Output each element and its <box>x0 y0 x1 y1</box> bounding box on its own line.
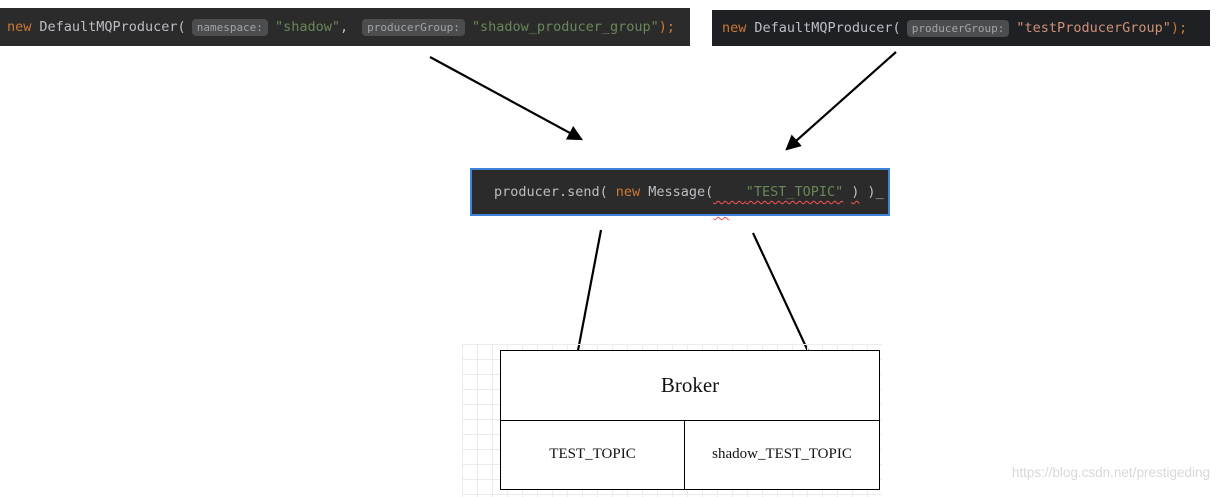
keyword-new: new <box>722 20 747 36</box>
param-hint-namespace: namespace: <box>191 18 268 36</box>
code-snippet-shadow-producer: new DefaultMQProducer( namespace: "shado… <box>0 8 690 46</box>
text-cursor: _ <box>875 184 884 200</box>
send-prefix: producer.send( <box>494 184 608 200</box>
broker-diagram: Broker TEST_TOPIC shadow_TEST_TOPIC <box>500 350 880 490</box>
topic-string: "TEST_TOPIC" <box>745 184 844 200</box>
watermark: https://blog.csdn.net/prestigeding <box>1011 465 1210 480</box>
code-snippet-test-producer: new DefaultMQProducer( producerGroup: "t… <box>712 10 1210 46</box>
namespace-value: "shadow" <box>274 19 340 35</box>
close-paren: ); <box>658 19 676 35</box>
producer-group-value: "shadow_producer_group" <box>471 19 659 35</box>
topic-with-error-underline: "TEST_TOPIC") <box>713 168 860 216</box>
producer-group-value: "testProducerGroup" <box>1016 20 1171 36</box>
outer-close-paren: ) <box>867 184 876 200</box>
param-hint-producer-group: producerGroup: <box>362 18 465 36</box>
topic-cell-shadow: shadow_TEST_TOPIC <box>684 420 879 489</box>
topic-cell-test: TEST_TOPIC <box>549 446 636 463</box>
param-hint-producer-group: producerGroup: <box>906 19 1010 37</box>
send-statement-box: producer.send( new Message( "TEST_TOPIC"… <box>470 168 890 216</box>
constructor-call: DefaultMQProducer( <box>754 20 901 36</box>
broker-title: Broker <box>501 351 879 421</box>
arrow-shadow-producer-to-send <box>429 56 584 141</box>
inner-close-paren: ) <box>851 184 860 200</box>
keyword-new: new <box>615 184 641 200</box>
message-call: Message( <box>648 184 714 200</box>
broker-topic-row: TEST_TOPIC shadow_TEST_TOPIC <box>501 420 879 489</box>
constructor-call: DefaultMQProducer( <box>39 19 186 35</box>
arrow-test-producer-to-send <box>785 51 897 151</box>
keyword-new: new <box>7 19 32 35</box>
comma: , <box>339 19 349 35</box>
close-paren: ); <box>1170 20 1188 36</box>
